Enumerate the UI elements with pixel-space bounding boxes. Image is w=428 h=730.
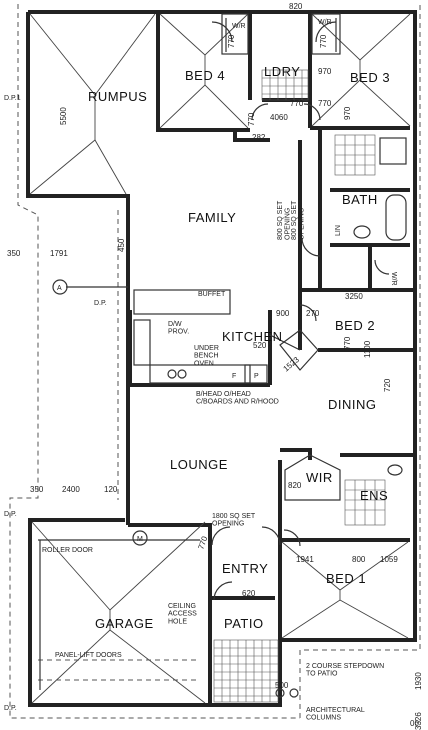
room-family: FAMILY — [188, 210, 236, 225]
label-wr-top: W/R — [232, 23, 246, 30]
laundry-tiles — [261, 69, 309, 101]
dim-900: 900 — [276, 309, 290, 318]
dim-770c: 770 — [318, 99, 332, 108]
room-bed3: BED 3 — [350, 70, 390, 85]
dim-1100: 1100 — [363, 340, 372, 358]
dim-770g: 770 — [196, 535, 209, 551]
label-dp3: D.P. — [4, 511, 17, 518]
dim-1941: 1941 — [296, 555, 314, 564]
dim-350a: 350 — [7, 249, 21, 258]
internal-walls — [126, 12, 415, 640]
label-wr-bed3: W/R — [318, 19, 332, 26]
room-garage: GARAGE — [95, 616, 154, 631]
room-ldry: LDRY — [264, 64, 300, 79]
room-rumpus: RUMPUS — [88, 89, 147, 104]
label-dp4: D.P. — [4, 705, 17, 712]
room-bed1: BED 1 — [326, 571, 366, 586]
label-roller-door: ROLLER DOOR — [42, 547, 93, 554]
dim-3250: 3250 — [345, 292, 363, 301]
room-ens: ENS — [360, 488, 388, 503]
room-entry: ENTRY — [222, 561, 268, 576]
dim-500: 500 — [275, 681, 289, 690]
dim-770d: 770 — [247, 112, 256, 126]
dim-620: 620 — [242, 589, 256, 598]
dim-350b: 350 — [30, 485, 44, 494]
dim-450: 450 — [117, 238, 126, 252]
external-walls — [26, 10, 417, 707]
label-p: P — [254, 373, 259, 380]
dim-820: 820 — [289, 2, 303, 11]
dim-120: 120 — [104, 485, 118, 494]
room-dining: DINING — [328, 397, 377, 412]
dim-00: 00 — [410, 719, 419, 728]
label-grid-m: M — [137, 536, 143, 543]
patio-tiles — [213, 639, 279, 703]
dim-5500: 5500 — [59, 107, 68, 125]
dim-3326: 3326 — [414, 712, 423, 730]
room-lounge: LOUNGE — [170, 457, 228, 472]
room-bed2: BED 2 — [335, 318, 375, 333]
dim-770b: 770 — [319, 34, 328, 48]
room-bed4: BED 4 — [185, 68, 225, 83]
dim-800: 800 — [352, 555, 366, 564]
label-panel-lift: PANEL-LIFT DOORS — [55, 652, 122, 659]
dim-770a: 770 — [227, 34, 236, 48]
dim-1930: 1930 — [414, 672, 423, 690]
room-labels: RUMPUS BED 4 LDRY BED 3 FAMILY BATH KITC… — [88, 64, 390, 631]
label-wr-side: W/R — [390, 272, 397, 286]
room-kitchen: KITCHEN — [222, 329, 283, 344]
details — [29, 13, 411, 704]
dim-1523: 1523 — [282, 355, 302, 374]
label-dp2: D.P. — [94, 300, 107, 307]
ensuite-tiles — [344, 464, 403, 526]
dim-1791: 1791 — [50, 249, 68, 258]
label-set-opening-1: 800 SQ SETOPENING — [277, 200, 292, 240]
dim-2400: 2400 — [62, 485, 80, 494]
dim-520: 520 — [253, 341, 267, 350]
dimension-labels: 820 770 770 970 970 770 5500 770 770 406… — [7, 2, 423, 730]
dim-1059: 1059 — [380, 555, 398, 564]
eave-outline — [9, 4, 421, 719]
label-dp1: D.P.1 — [4, 95, 21, 102]
dim-770e: 770 — [290, 99, 304, 108]
dim-820b: 820 — [288, 481, 302, 490]
dim-720: 720 — [383, 378, 392, 392]
room-bath: BATH — [342, 192, 378, 207]
label-lin: LIN — [335, 225, 342, 236]
label-set-opening-3: 800 SQ SETOPENING — [291, 200, 306, 240]
dim-770f: 770 — [343, 336, 352, 350]
label-f: F — [232, 373, 236, 380]
room-wir: WIR — [306, 470, 333, 485]
bath-tiles — [334, 134, 407, 241]
label-grid-a: A — [57, 285, 62, 292]
label-buffet: BUFFET — [198, 291, 226, 298]
dim-970b: 970 — [343, 106, 352, 120]
dim-282: 282 — [252, 133, 266, 142]
dim-270: 270 — [306, 309, 320, 318]
dim-970a: 970 — [318, 67, 332, 76]
room-patio: PATIO — [224, 616, 264, 631]
dim-4060: 4060 — [270, 113, 288, 122]
